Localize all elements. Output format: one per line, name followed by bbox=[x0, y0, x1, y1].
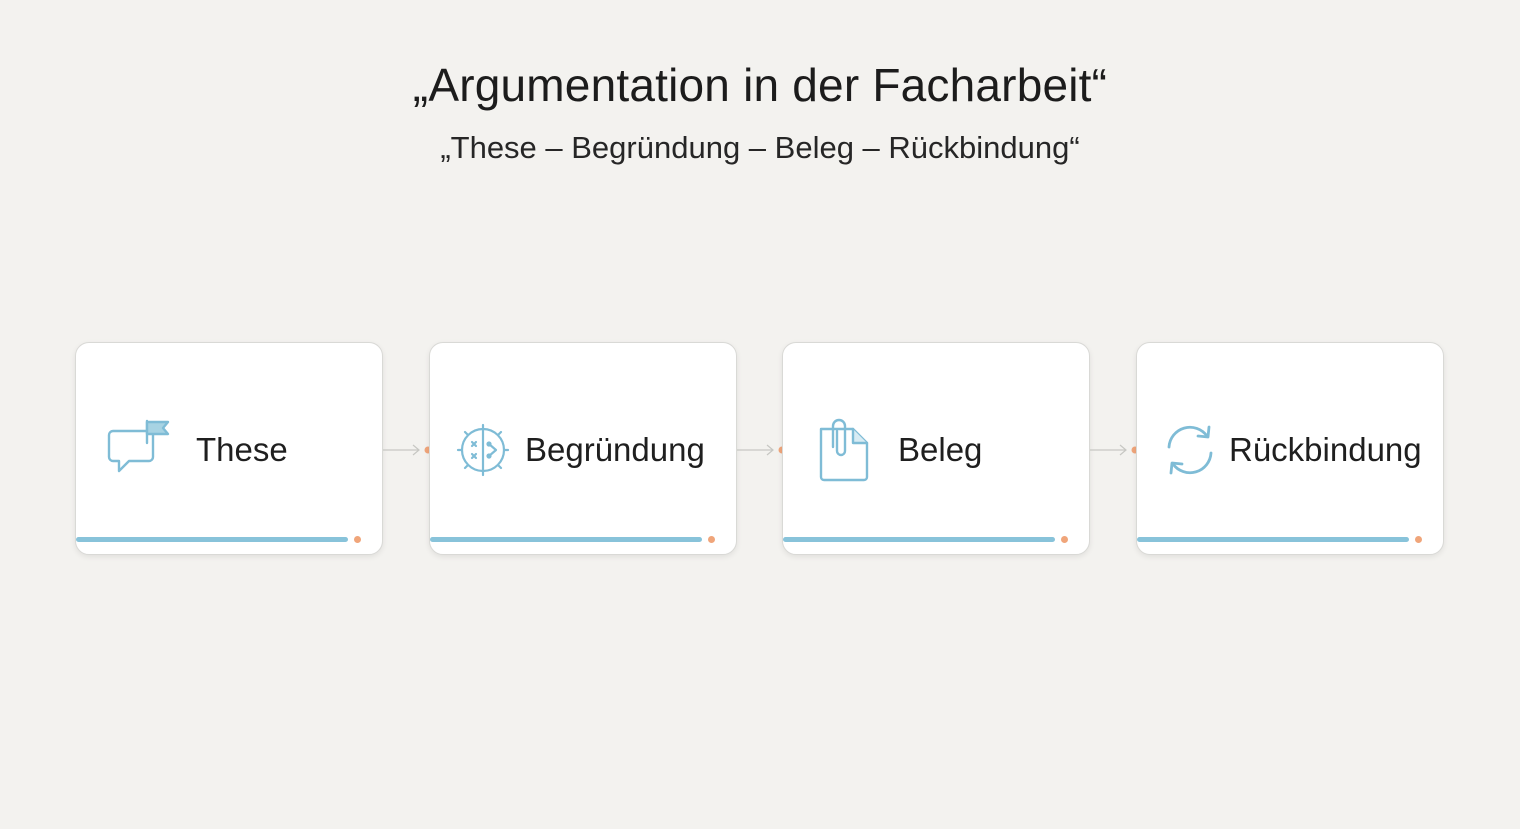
step-label: Rückbindung bbox=[1229, 431, 1422, 468]
card-accent-bar bbox=[1137, 537, 1409, 542]
step-label: Begründung bbox=[525, 431, 705, 468]
card-accent-bar bbox=[783, 537, 1055, 542]
card-accent-dot bbox=[1061, 536, 1068, 543]
card-accent-dot bbox=[354, 536, 361, 543]
step-card-beleg: Beleg bbox=[782, 342, 1090, 555]
step-card-these: These bbox=[75, 342, 383, 555]
card-accent-dot bbox=[708, 536, 715, 543]
connector-arrow bbox=[737, 440, 786, 460]
card-accent-bar bbox=[430, 537, 702, 542]
cycle-arrows-icon bbox=[1157, 417, 1223, 483]
connector-arrow bbox=[1090, 440, 1139, 460]
card-accent-dot bbox=[1415, 536, 1422, 543]
connector-arrow bbox=[383, 440, 432, 460]
diagram-subtitle: „These – Begründung – Beleg – Rückbindun… bbox=[440, 130, 1080, 165]
diagram-title: „Argumentation in der Facharbeit“ bbox=[412, 59, 1108, 111]
speech-bubble-flag-icon bbox=[106, 417, 172, 483]
step-card-rueckbindung: Rückbindung bbox=[1136, 342, 1444, 555]
document-paperclip-icon bbox=[813, 417, 879, 483]
card-accent-bar bbox=[76, 537, 348, 542]
gear-brain-icon bbox=[450, 417, 516, 483]
step-card-begruendung: Begründung bbox=[429, 342, 737, 555]
step-label: These bbox=[196, 431, 288, 468]
step-label: Beleg bbox=[898, 431, 983, 468]
